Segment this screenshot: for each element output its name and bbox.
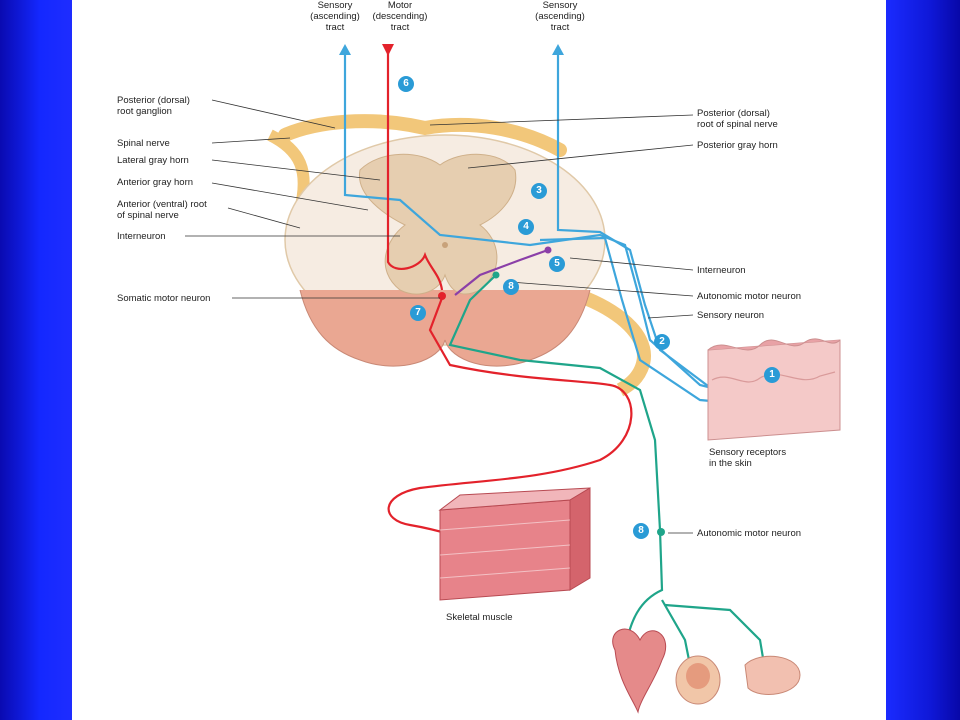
leader-lines	[185, 99, 694, 534]
bladder-organ	[675, 655, 721, 705]
gland-organ	[744, 655, 801, 695]
step-badge-1: 1	[764, 367, 780, 383]
motor-descending-tract	[386, 48, 444, 291]
sensory-arrow-right	[552, 44, 564, 55]
label-autonomic-motor-neuron-upper: Autonomic motor neuron	[697, 291, 802, 302]
label-posterior-root-spinal-nerve: Posterior (dorsal) root of spinal nerve	[697, 108, 778, 130]
label-posterior-root-ganglion: Posterior (dorsal) root ganglion	[117, 95, 190, 117]
label-posterior-gray-horn: Posterior gray horn	[697, 140, 778, 151]
step-badge-3: 3	[531, 183, 547, 199]
motor-arrow	[382, 44, 394, 56]
label-motor-tract: Motor (descending) tract	[372, 0, 428, 33]
label-somatic-motor-neuron: Somatic motor neuron	[117, 293, 211, 304]
step-badge-autonomic: 8	[633, 523, 649, 539]
heart-organ	[612, 628, 667, 714]
autonomic-ganglion	[657, 528, 665, 536]
label-skeletal-muscle: Skeletal muscle	[446, 612, 513, 623]
autonomic-cell	[492, 271, 500, 279]
label-interneuron-left: Interneuron	[117, 231, 166, 242]
central-canal	[442, 242, 448, 248]
autonomic-branch-gland	[664, 603, 767, 671]
label-spinal-nerve: Spinal nerve	[117, 138, 170, 149]
skin-block	[707, 338, 841, 441]
step-badge-4: 4	[518, 219, 534, 235]
label-sensory-tract-left: Sensory (ascending) tract	[310, 0, 360, 33]
label-anterior-gray-horn: Anterior gray horn	[117, 177, 194, 188]
label-lateral-gray-horn: Lateral gray horn	[117, 155, 189, 166]
label-autonomic-motor-neuron-lower: Autonomic motor neuron	[697, 528, 802, 539]
spinal-nerve-bundle	[278, 114, 567, 157]
autonomic-branch-bladder	[661, 599, 692, 666]
label-interneuron-right: Interneuron	[697, 265, 746, 276]
spinal-nerve-to-skin	[558, 283, 651, 397]
label-sensory-receptors: Sensory receptors in the skin	[709, 447, 787, 469]
somatic-motor-cell	[438, 292, 446, 300]
sensory-arrow-left	[339, 44, 351, 55]
interneuron-cell	[544, 246, 552, 254]
label-anterior-root: Anterior (ventral) root of spinal nerve	[117, 199, 207, 221]
step-badge-8: 8	[503, 279, 519, 295]
step-badge-2: 2	[654, 334, 670, 350]
somatic-motor-neuron	[387, 297, 633, 552]
step-badge-7: 7	[410, 305, 426, 321]
skeletal-muscle-block	[438, 487, 591, 601]
spinal-cord-lower	[299, 289, 591, 367]
step-badge-6: 6	[398, 76, 414, 92]
step-badge-5: 5	[549, 256, 565, 272]
label-sensory-neuron: Sensory neuron	[697, 310, 765, 321]
label-sensory-tract-right: Sensory (ascending) tract	[535, 0, 585, 33]
interneuron-path	[454, 248, 549, 296]
